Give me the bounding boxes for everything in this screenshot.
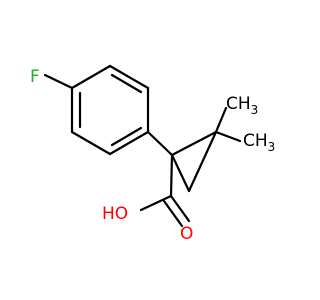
bond-ring-1: [108, 64, 150, 90]
cyclopropane-ring: [170, 130, 218, 193]
methyl-lower-subscript: 3: [268, 140, 276, 154]
bond-cp-1: [170, 130, 218, 157]
bond-ring-cq: [146, 130, 174, 157]
bond-ring-double-2: [110, 126, 143, 147]
bond-c-oh: [139, 194, 173, 212]
bond-ring-3: [108, 130, 150, 156]
atom-hydroxyl: HO: [102, 204, 128, 224]
bond-cp-2: [187, 130, 218, 193]
bond-cq-ccooh: [169, 153, 174, 198]
methyl-lower-symbol: CH: [243, 131, 268, 151]
bond-ring-4: [70, 130, 112, 156]
atom-methyl-lower: CH3: [243, 131, 275, 154]
bond-ring-6: [70, 64, 112, 90]
methyl-upper-subscript: 3: [251, 103, 259, 117]
bond-methyl-lower: [214, 130, 242, 143]
bond-c-o-double-b: [162, 199, 184, 228]
bond-methyl-upper: [214, 106, 228, 134]
bond-cp-3: [170, 153, 191, 193]
bond-ring-double-1: [110, 73, 143, 94]
atom-fluorine: F: [30, 67, 40, 87]
molecule-structure: F HO O CH3 CH3: [30, 64, 275, 244]
atom-carbonyl-oxygen: O: [180, 224, 193, 244]
methyl-upper-symbol: CH: [226, 94, 251, 114]
bond-c-f: [43, 73, 74, 90]
structure-canvas: F HO O CH3 CH3: [30, 64, 276, 244]
benzene-ring: [70, 64, 150, 156]
bond-c-o-double-a: [169, 194, 191, 223]
atom-methyl-upper: CH3: [226, 94, 258, 117]
